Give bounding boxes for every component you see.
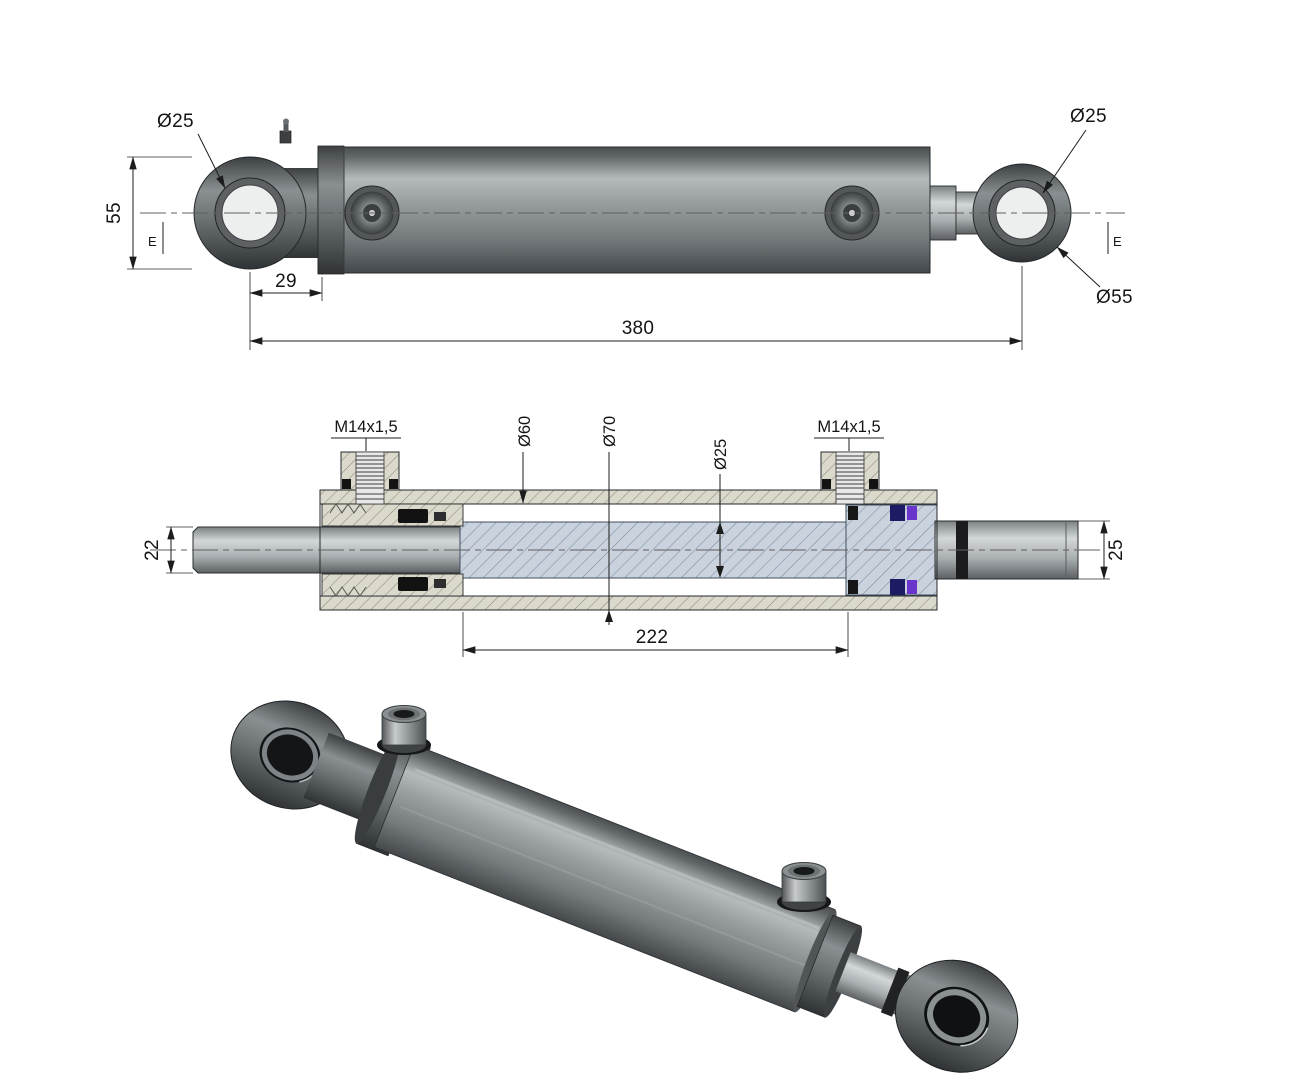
dim-380-label: 380 — [622, 318, 655, 339]
iso-port-1 — [377, 705, 431, 755]
dim-29-label: 29 — [275, 271, 297, 292]
side-view-dimensions: Ø25 55 E 29 380 Ø25 Ø55 — [104, 106, 1133, 350]
side-view-cylinder — [140, 118, 1125, 275]
dim-dia70-label: Ø70 — [601, 416, 619, 447]
dim-22-label: 22 — [142, 539, 163, 561]
dim-m14-left-label: M14x1,5 — [334, 418, 397, 436]
iso-right-eye — [895, 959, 1019, 1073]
iso-view — [230, 700, 1019, 1073]
section-view-dimensions: M14x1,5 Ø60 Ø70 Ø25 M14x1,5 22 — [142, 416, 1127, 657]
port-left-section — [340, 451, 400, 505]
section-marker-e-left: E — [148, 234, 157, 249]
dim-dia55-label: Ø55 — [1096, 287, 1133, 308]
dim-m14-right-label: M14x1,5 — [817, 418, 880, 436]
section-view-geometry — [150, 451, 1100, 611]
dim-55-label: 55 — [104, 202, 125, 224]
dim-dia60-label: Ø60 — [516, 416, 534, 447]
dim-dia25-right-label: Ø25 — [1070, 106, 1107, 127]
side-view: Ø25 55 E 29 380 Ø25 Ø55 — [104, 106, 1133, 350]
grease-nipple — [279, 118, 292, 144]
dim-222-label: 222 — [636, 627, 669, 648]
dim-25-label: 25 — [1106, 539, 1127, 561]
dim-dia25-left-label: Ø25 — [157, 111, 194, 132]
dim-dia25-rod-label: Ø25 — [712, 439, 730, 470]
section-marker-e-right: E — [1113, 234, 1122, 249]
iso-port-2 — [777, 862, 831, 912]
section-view: M14x1,5 Ø60 Ø70 Ø25 M14x1,5 22 — [142, 416, 1127, 657]
port-right-section — [820, 451, 880, 505]
barrel-wall-bottom — [319, 595, 938, 611]
iso-barrel — [373, 744, 837, 1013]
